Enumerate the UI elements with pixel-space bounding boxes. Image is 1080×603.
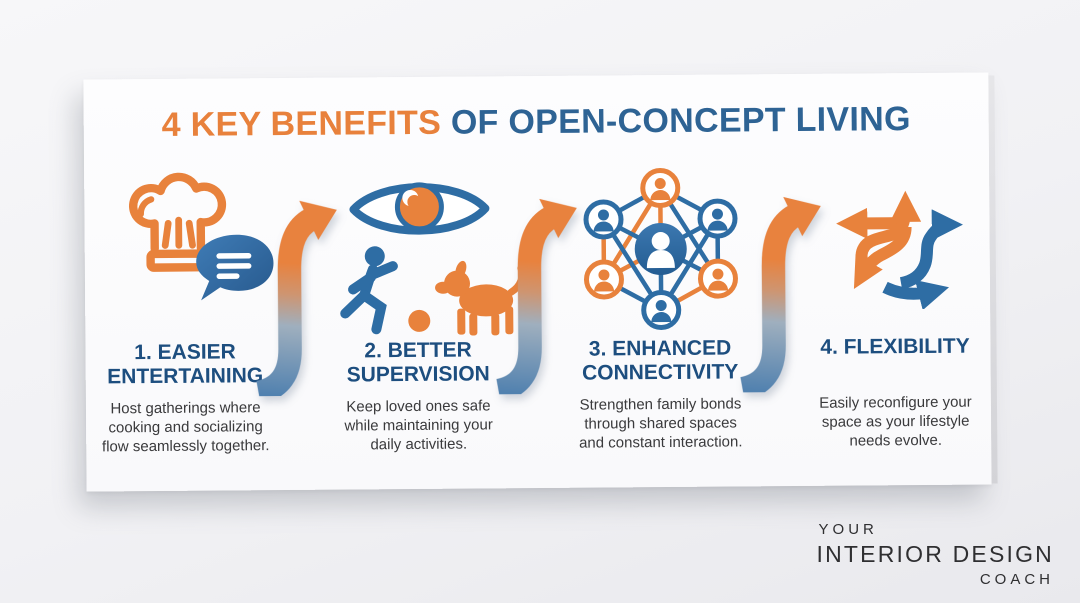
s-curve-arrow-icon (255, 200, 337, 397)
infographic-card: 4 KEY BENEFITS OF OPEN-CONCEPT LIVING (83, 72, 992, 492)
benefit-section-3: 3. ENHANCED CONNECTIVITY Strengthen fami… (558, 166, 762, 453)
multi-direction-arrows-icon (835, 190, 963, 310)
benefit-4-icon-group (802, 164, 987, 333)
chef-hat-icon (128, 172, 226, 272)
speech-bubble-icon (195, 234, 273, 301)
benefit-2-icon-group (318, 168, 526, 338)
benefit-3-heading: 3. ENHANCED CONNECTIVITY (581, 336, 739, 386)
benefit-1-description: Host gatherings where cooking and social… (101, 399, 270, 456)
logo-line-coach: COACH (979, 571, 1054, 588)
logo-line-interior-design: INTERIOR DESIGN (816, 541, 1054, 567)
benefit-4-heading: 4. FLEXIBILITY (820, 334, 970, 359)
people-network-icon (578, 166, 743, 331)
connector-2 (495, 168, 577, 453)
benefit-3-description: Strengthen family bonds through shared s… (578, 395, 743, 452)
running-child-icon (339, 246, 398, 335)
page-title: 4 KEY BENEFITS OF OPEN-CONCEPT LIVING (83, 72, 988, 145)
benefits-row: 1. EASIER ENTERTAINING Host gatherings w… (84, 138, 991, 456)
title-rest: OF OPEN-CONCEPT LIVING (440, 100, 911, 142)
logo-line-your: YOUR (818, 521, 878, 538)
benefit-section-2: 2. BETTER SUPERVISION Keep loved ones sa… (318, 168, 526, 455)
s-curve-arrow-icon (495, 198, 577, 395)
benefit-1-heading: 1. EASIER ENTERTAINING (107, 340, 264, 389)
title-highlight: 4 KEY BENEFITS (161, 103, 442, 144)
benefit-1-icon-group (92, 170, 277, 339)
benefit-section-1: 1. EASIER ENTERTAINING Host gatherings w… (92, 170, 278, 457)
benefit-4-description: Easily reconfigure your space as your li… (819, 393, 972, 450)
ball-icon (407, 309, 430, 332)
connector-1 (255, 170, 337, 455)
benefit-2-description: Keep loved ones safe while maintaining y… (344, 397, 493, 454)
s-curve-arrow-icon (739, 196, 821, 393)
benefit-2-heading: 2. BETTER SUPERVISION (346, 338, 490, 387)
benefit-3-icon-group (558, 166, 761, 336)
eye-icon (348, 182, 489, 235)
benefit-section-4: 4. FLEXIBILITY Easily reconfigure your s… (802, 164, 988, 451)
brand-logo: YOUR INTERIOR DESIGN COACH (817, 521, 1054, 588)
connector-3 (739, 166, 821, 451)
